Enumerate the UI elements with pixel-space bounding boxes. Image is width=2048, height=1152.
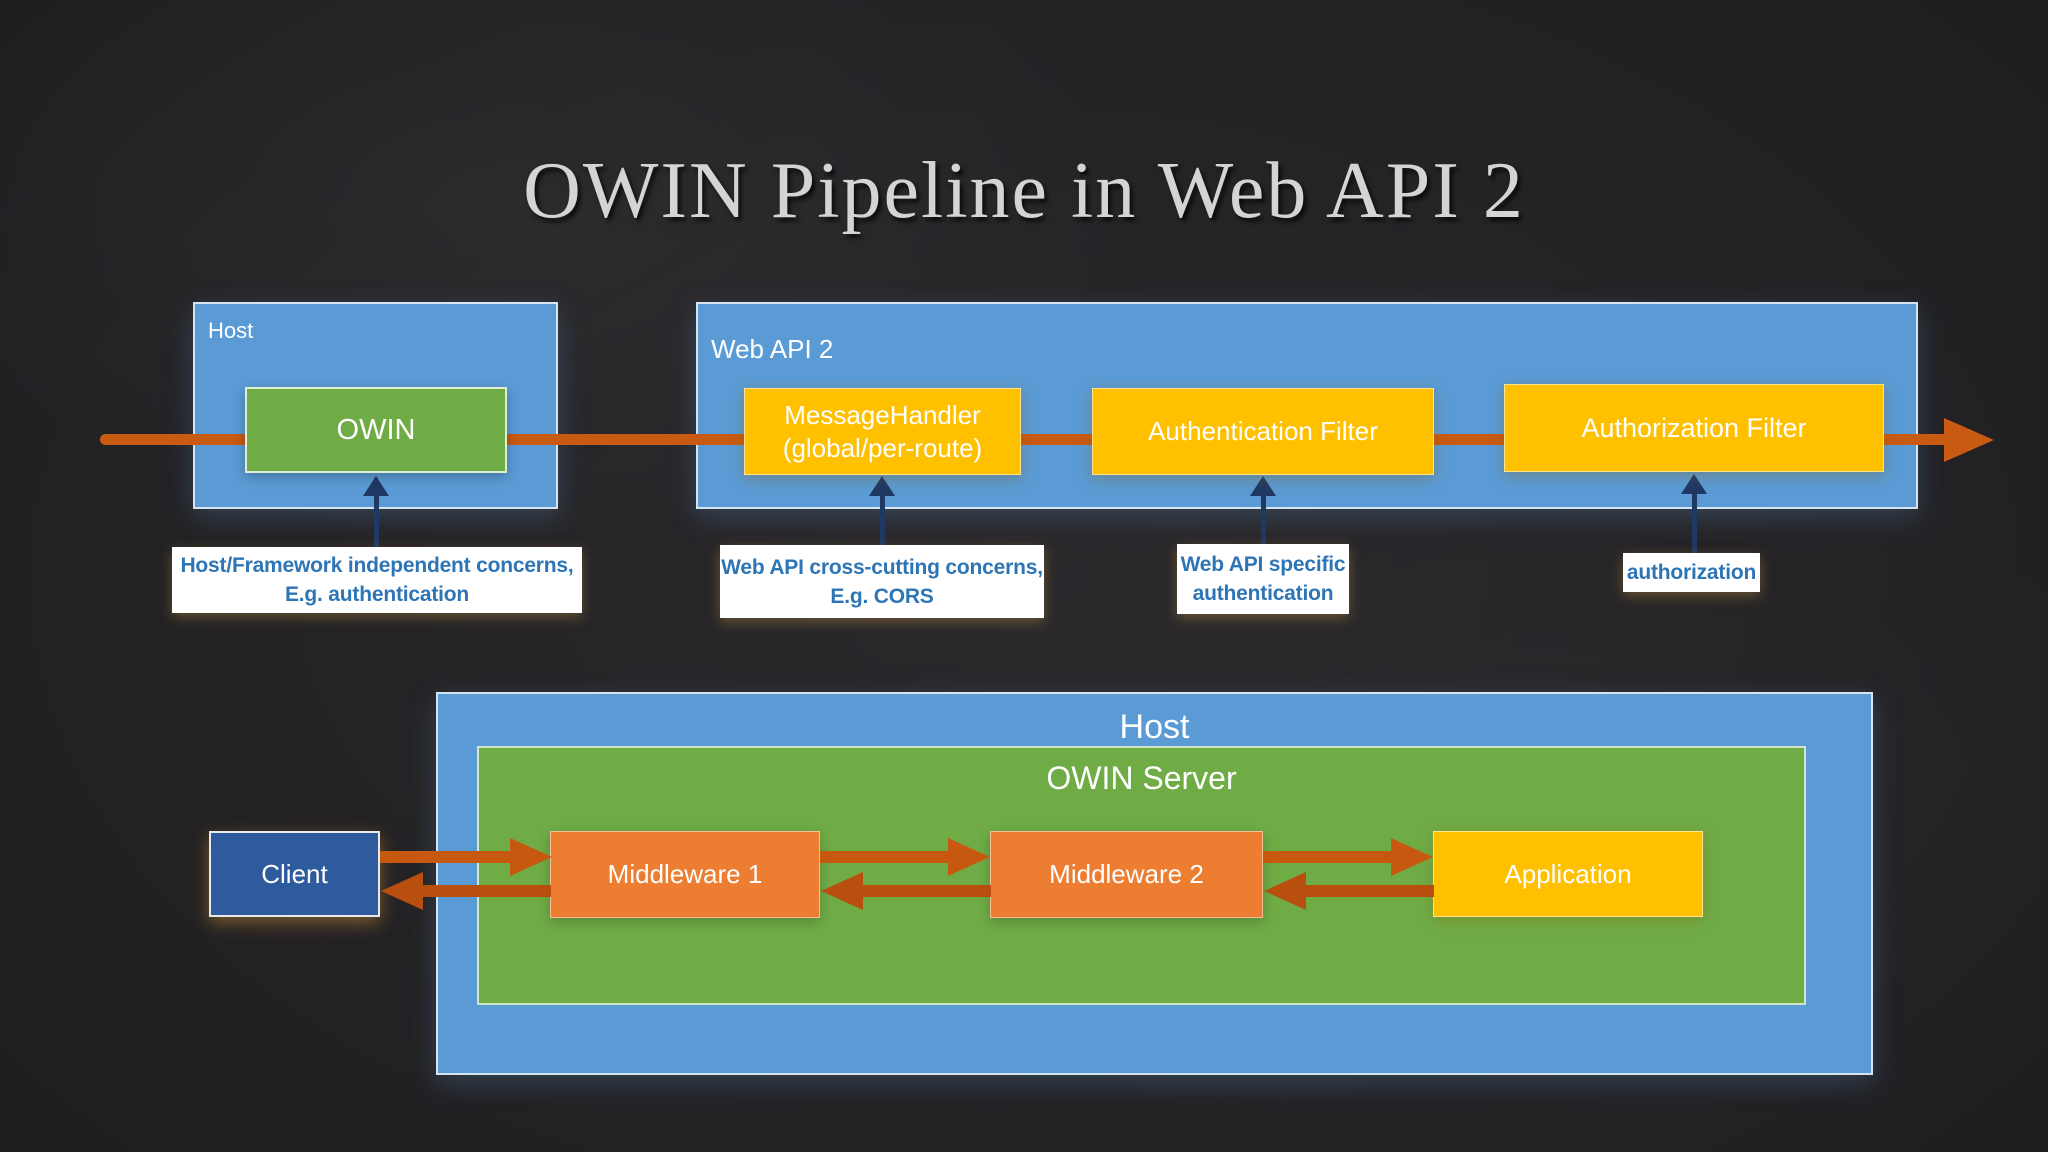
request-arrow-right-icon	[1391, 838, 1433, 876]
bottom-host-label: Host	[1119, 708, 1190, 746]
request-arrow-shaft	[820, 851, 950, 863]
slide-title: OWIN Pipeline in Web API 2	[523, 147, 1525, 235]
message-handler-line1: MessageHandler	[784, 399, 981, 430]
request-arrow-shaft	[1263, 851, 1393, 863]
owin-box: OWIN	[245, 387, 507, 473]
callout-arrow-up-icon	[1250, 476, 1276, 496]
callout-line: Web API cross-cutting concerns,	[721, 555, 1043, 579]
callout-line: Web API specific	[1180, 553, 1346, 576]
callout-arrow-up-icon	[363, 476, 389, 496]
request-arrow-right-icon	[510, 838, 552, 876]
callout-line: authorization	[1626, 561, 1757, 584]
authorization-filter-label: Authorization Filter	[1581, 412, 1807, 443]
callout-arrow-up-icon	[869, 476, 895, 496]
middleware1-box: Middleware 1	[550, 831, 820, 918]
callout-line: Host/Framework independent concerns,	[180, 554, 574, 577]
middleware2-label: Middleware 2	[1049, 859, 1204, 889]
response-arrow-shaft	[1306, 885, 1434, 897]
response-arrow-left-icon	[821, 872, 863, 910]
application-box: Application	[1433, 831, 1703, 917]
middleware1-label: Middleware 1	[607, 859, 763, 889]
response-arrow-shaft	[423, 885, 551, 897]
callout-owin: Host/Framework independent concerns, E.g…	[172, 547, 582, 613]
callout-arrow-shaft	[374, 494, 379, 548]
pipeline-line	[100, 434, 1948, 445]
application-label: Application	[1504, 858, 1632, 889]
callout-arrow-shaft	[1261, 494, 1266, 545]
callout-authorization: authorization	[1623, 553, 1760, 592]
callout-arrow-shaft	[880, 494, 885, 546]
middleware2-box: Middleware 2	[990, 831, 1263, 918]
webapi-group-label: Web API 2	[711, 334, 834, 364]
owin-label: OWIN	[336, 413, 416, 446]
owin-server-label: OWIN Server	[1046, 760, 1237, 796]
client-label: Client	[261, 858, 328, 889]
callout-arrow-up-icon	[1681, 474, 1707, 494]
pipeline-arrowhead-icon	[1944, 418, 1994, 462]
callout-arrow-shaft	[1692, 492, 1697, 554]
callout-authentication: Web API specific authentication	[1177, 544, 1349, 614]
message-handler-box: MessageHandler (global/per-route)	[744, 388, 1021, 475]
authorization-filter-box: Authorization Filter	[1504, 384, 1884, 472]
host-group-label: Host	[208, 318, 254, 343]
request-arrow-right-icon	[948, 838, 990, 876]
callout-line: authentication	[1192, 582, 1334, 605]
response-arrow-left-icon	[1264, 872, 1306, 910]
callout-cors: Web API cross-cutting concerns, E.g. COR…	[720, 545, 1044, 618]
request-arrow-shaft	[380, 851, 512, 863]
authentication-filter-label: Authentication Filter	[1148, 416, 1378, 446]
callout-line: E.g. authentication	[284, 583, 470, 606]
response-arrow-left-icon	[381, 872, 423, 910]
message-handler-line2: (global/per-route)	[782, 432, 983, 463]
authentication-filter-box: Authentication Filter	[1092, 388, 1434, 475]
client-box: Client	[209, 831, 380, 917]
response-arrow-shaft	[863, 885, 991, 897]
callout-line: E.g. CORS	[830, 584, 934, 608]
